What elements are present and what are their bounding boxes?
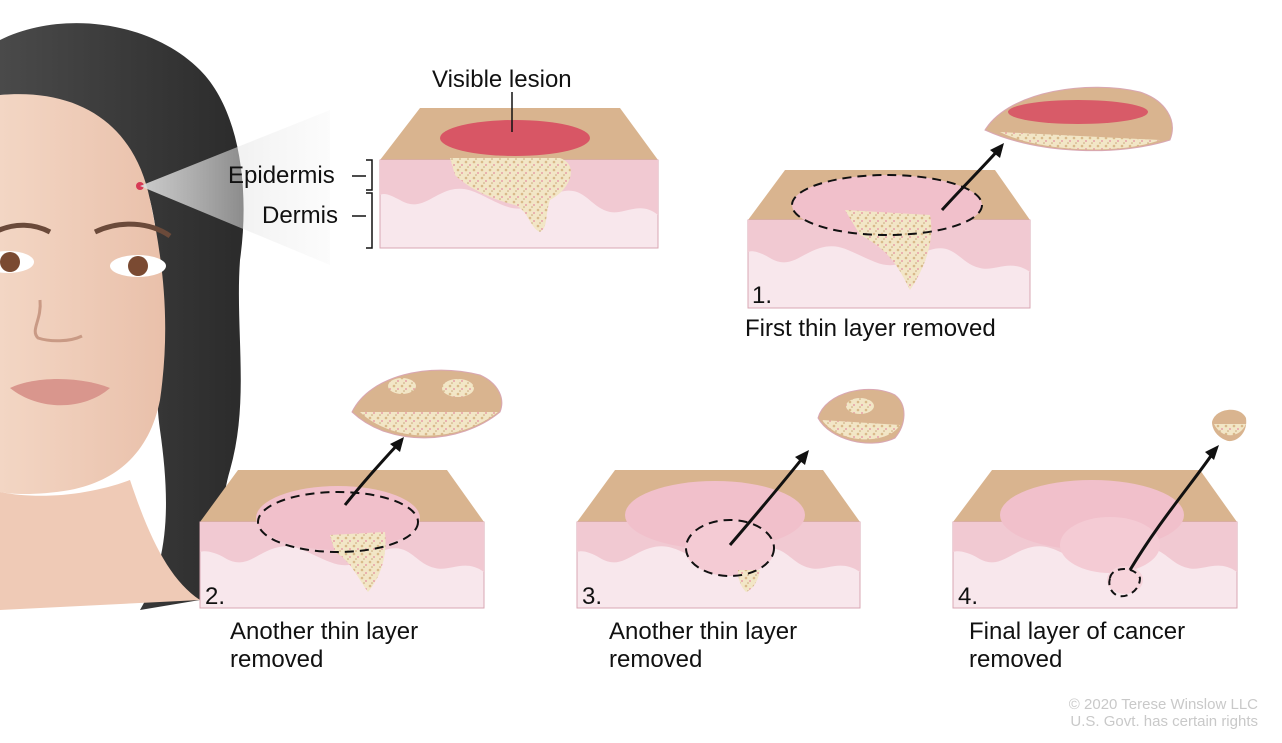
visible-lesion-label: Visible lesion	[432, 66, 572, 93]
nose	[33, 299, 83, 343]
step-4-caption-line2: removed	[969, 646, 1063, 673]
crater-1	[792, 175, 982, 235]
step-4-number: 4.	[958, 583, 979, 610]
step-2-caption-line1: Another thin layer	[230, 618, 419, 645]
eyebrow-left	[0, 222, 52, 235]
skin-cross-section-main	[352, 92, 659, 249]
step-2-caption-line2: removed	[230, 646, 324, 673]
face-illustration	[0, 23, 330, 610]
lips	[10, 379, 110, 406]
cut-line-1	[791, 174, 983, 236]
dermis-label: Dermis	[262, 202, 338, 229]
visible-lesion-area	[440, 120, 590, 156]
dermis-bracket	[352, 192, 373, 249]
step-3-diagram	[576, 388, 905, 609]
magnify-cone	[140, 110, 330, 265]
arrow-3	[728, 454, 807, 546]
step-4-diagram	[952, 409, 1247, 609]
tumor	[450, 158, 571, 232]
iris-right	[128, 256, 148, 276]
step-3-caption-line2: removed	[609, 646, 703, 673]
epidermis-bracket	[352, 159, 373, 191]
neck	[0, 480, 200, 610]
cut-line-2	[257, 491, 419, 553]
crater-3-inner	[685, 520, 775, 576]
copyright-line2: U.S. Govt. has certain rights	[1070, 713, 1258, 730]
cut-line-4	[1108, 568, 1142, 598]
crater-4-inner	[1107, 566, 1143, 594]
copyright-line1: © 2020 Terese Winslow LLC	[1068, 696, 1258, 713]
crater-4-middle	[1060, 517, 1160, 573]
cut-line-3	[685, 519, 775, 577]
step-1-number: 1.	[752, 282, 773, 309]
step-3-number: 3.	[582, 583, 603, 610]
iris-left	[0, 252, 20, 272]
step-1-diagram	[747, 86, 1173, 309]
step-4-caption-line1: Final layer of cancer	[969, 618, 1186, 645]
arrow-4	[1128, 449, 1217, 571]
step-2-number: 2.	[205, 583, 226, 610]
step-1-caption: First thin layer removed	[745, 315, 996, 342]
eyebrow-right	[93, 221, 172, 239]
step-2-diagram	[199, 369, 503, 609]
epidermis-label: Epidermis	[228, 162, 335, 189]
step-3-caption-line1: Another thin layer	[609, 618, 798, 645]
